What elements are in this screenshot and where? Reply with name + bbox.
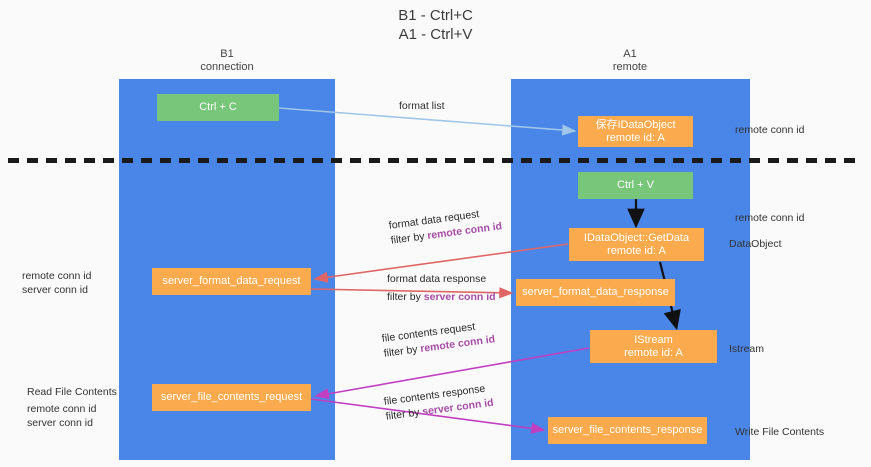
node-server-format-data-response-label: server_format_data_response [522, 286, 669, 298]
edge-label-format-data-response-prefix: filter by [387, 291, 424, 303]
node-ctrl-v-label: Ctrl + V [617, 179, 654, 191]
annotation-left-read-file-contents: Read File Contents [27, 386, 117, 398]
node-server-file-contents-response[interactable]: server_file_contents_response [548, 417, 707, 444]
edge-label-file-contents-request-prefix: filter by [383, 343, 422, 360]
page-title: B1 - Ctrl+C A1 - Ctrl+V [0, 6, 871, 44]
arrow-format-data-response [310, 287, 514, 299]
annotation-left-bottom-server-conn-id: server conn id [27, 417, 93, 429]
edge-label-format-data-response-line1: format data response [387, 273, 487, 285]
arrow-file-contents-request [314, 347, 590, 400]
annotation-right-mid-remote-conn-id: remote conn id [735, 212, 805, 224]
edge-label-format-list-text: format list [399, 100, 445, 112]
node-ctrl-v[interactable]: Ctrl + V [578, 172, 693, 199]
node-server-format-data-response[interactable]: server_format_data_response [516, 279, 675, 306]
arrow-format-list [278, 107, 577, 136]
title-line-1: B1 - Ctrl+C [398, 7, 473, 24]
title-line-2: A1 - Ctrl+V [398, 26, 473, 43]
node-ctrl-c-label: Ctrl + C [199, 101, 237, 113]
node-istream-line2: remote id: A [624, 346, 683, 359]
edge-label-format-data-request-prefix: filter by [390, 230, 429, 247]
annotation-right-top-remote-conn-id: remote conn id [735, 124, 805, 136]
node-save-idataobject-line2: remote id: A [606, 131, 665, 144]
lane-header-a1-name: A1 [623, 48, 637, 60]
lane-header-b1: B1 connection [157, 48, 297, 74]
arrow-format-data-request [313, 243, 569, 283]
lane-header-b1-role: connection [200, 61, 254, 73]
edge-label-format-list: format list [399, 99, 445, 114]
node-idataobject-getdata-line1: IDataObject::GetData [583, 231, 690, 244]
node-server-format-data-request-label: server_format_data_request [162, 275, 301, 287]
edge-label-format-data-response-key: server conn id [423, 291, 496, 303]
node-istream-line1: IStream [634, 333, 673, 346]
edge-label-format-data-response-line2: filter by server conn id [387, 290, 496, 305]
lane-header-a1: A1 remote [560, 48, 700, 74]
node-server-file-contents-response-label: server_file_contents_response [552, 424, 703, 436]
node-server-file-contents-request-label: server_file_contents_request [160, 391, 303, 403]
node-server-file-contents-request[interactable]: server_file_contents_request [152, 384, 311, 411]
annotation-right-write-file-contents: Write File Contents [735, 426, 825, 438]
node-save-idataobject[interactable]: 保存IDataObject remote id: A [578, 116, 693, 147]
node-idataobject-getdata[interactable]: IDataObject::GetData remote id: A [569, 228, 704, 261]
edge-label-format-data-response: format data response filter by server co… [387, 272, 496, 305]
node-save-idataobject-line1: 保存IDataObject [595, 118, 676, 131]
annotation-left-bottom-remote-conn-id: remote conn id [27, 403, 97, 415]
lane-header-a1-role: remote [612, 61, 648, 73]
node-istream[interactable]: IStream remote id: A [590, 330, 717, 363]
node-ctrl-c[interactable]: Ctrl + C [157, 94, 279, 121]
annotation-left-server-conn-id: server conn id [22, 284, 88, 296]
annotation-right-dataobject: DataObject [729, 238, 782, 250]
arrow-file-contents-response [310, 398, 546, 434]
node-server-format-data-request[interactable]: server_format_data_request [152, 268, 311, 295]
phase-divider [8, 158, 863, 163]
edge-label-file-contents-response-prefix: filter by [385, 406, 424, 423]
annotation-left-remote-conn-id: remote conn id [22, 270, 92, 282]
lane-header-b1-name: B1 [220, 48, 234, 60]
node-idataobject-getdata-line2: remote id: A [607, 244, 666, 257]
annotation-right-istream: Istream [729, 343, 765, 355]
